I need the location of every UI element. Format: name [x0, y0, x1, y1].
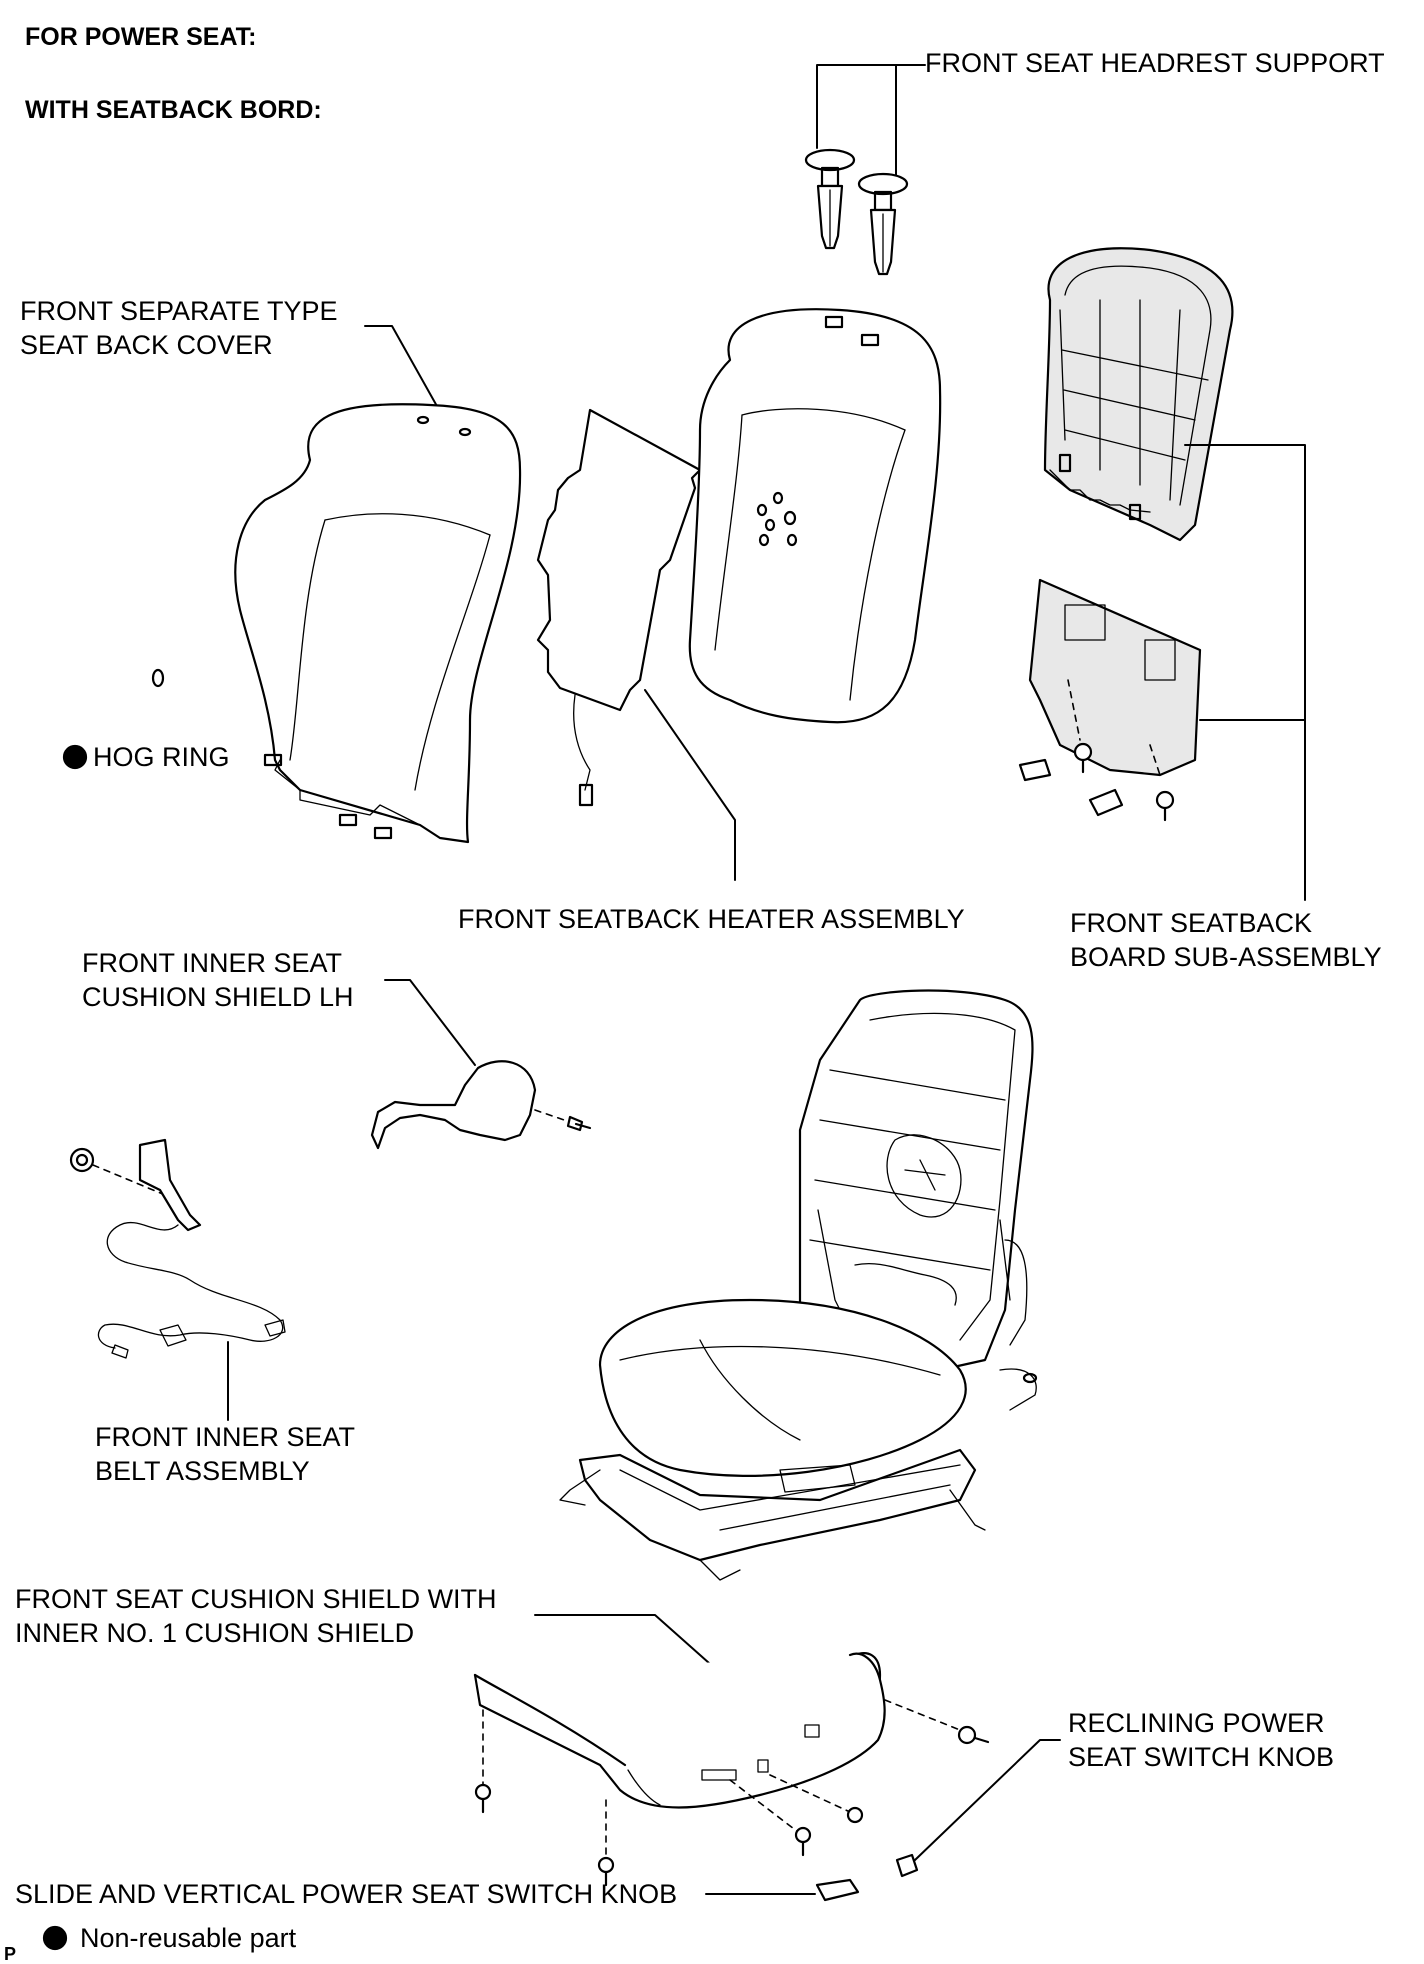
label-slide-knob: SLIDE AND VERTICAL POWER SEAT SWITCH KNO… [15, 1879, 678, 1909]
label-cushion-shield-line1: FRONT SEAT CUSHION SHIELD WITH [15, 1584, 497, 1614]
label-back-cover-line2: SEAT BACK COVER [20, 330, 273, 360]
label-headrest-support: FRONT SEAT HEADREST SUPPORT [925, 48, 1385, 78]
label-reclining-knob-line1: RECLINING POWER [1068, 1708, 1325, 1738]
label-hog-ring: HOG RING [93, 742, 230, 772]
header-power-seat: FOR POWER SEAT: [25, 23, 257, 51]
label-inner-shield-line1: FRONT INNER SEAT [82, 948, 343, 978]
seatback-pad-part [688, 308, 942, 724]
inner-cushion-shield-part [370, 979, 592, 1150]
slide-knob-part [705, 1878, 860, 1902]
label-seatback-board-line2: BOARD SUB-ASSEMBLY [1070, 942, 1382, 972]
seat-frame-assembly [559, 989, 1038, 1581]
corner-mark: P [4, 1944, 17, 1964]
seatback-board-upper-part [1043, 247, 1234, 542]
seatback-board-lower-part [1018, 578, 1202, 822]
label-seatback-heater: FRONT SEATBACK HEATER ASSEMBLY [458, 904, 965, 934]
seatback-heater-part [536, 408, 736, 881]
header-seatback-board: WITH SEATBACK BORD: [25, 96, 322, 124]
label-seatback-board-line1: FRONT SEATBACK [1070, 908, 1313, 938]
legend-dot-icon [42, 1925, 68, 1951]
label-reclining-knob-line2: SEAT SWITCH KNOB [1068, 1742, 1335, 1772]
hog-ring-non-reusable-dot [62, 744, 88, 770]
cushion-shield-part [473, 1614, 990, 1887]
legend-non-reusable: Non-reusable part [80, 1923, 297, 1953]
inner-seat-belt-part [69, 1138, 286, 1421]
label-inner-shield-line2: CUSHION SHIELD LH [82, 982, 354, 1012]
hog-ring-part [151, 668, 165, 688]
reclining-knob-part [895, 1739, 1061, 1878]
headrest-support-part [804, 64, 926, 276]
label-cushion-shield-line2: INNER NO. 1 CUSHION SHIELD [15, 1618, 415, 1648]
label-back-cover-line1: FRONT SEPARATE TYPE [20, 296, 338, 326]
label-seat-belt-line2: BELT ASSEMBLY [95, 1456, 310, 1486]
seat-back-cover-part [234, 325, 522, 844]
label-seat-belt-line1: FRONT INNER SEAT [95, 1422, 356, 1452]
